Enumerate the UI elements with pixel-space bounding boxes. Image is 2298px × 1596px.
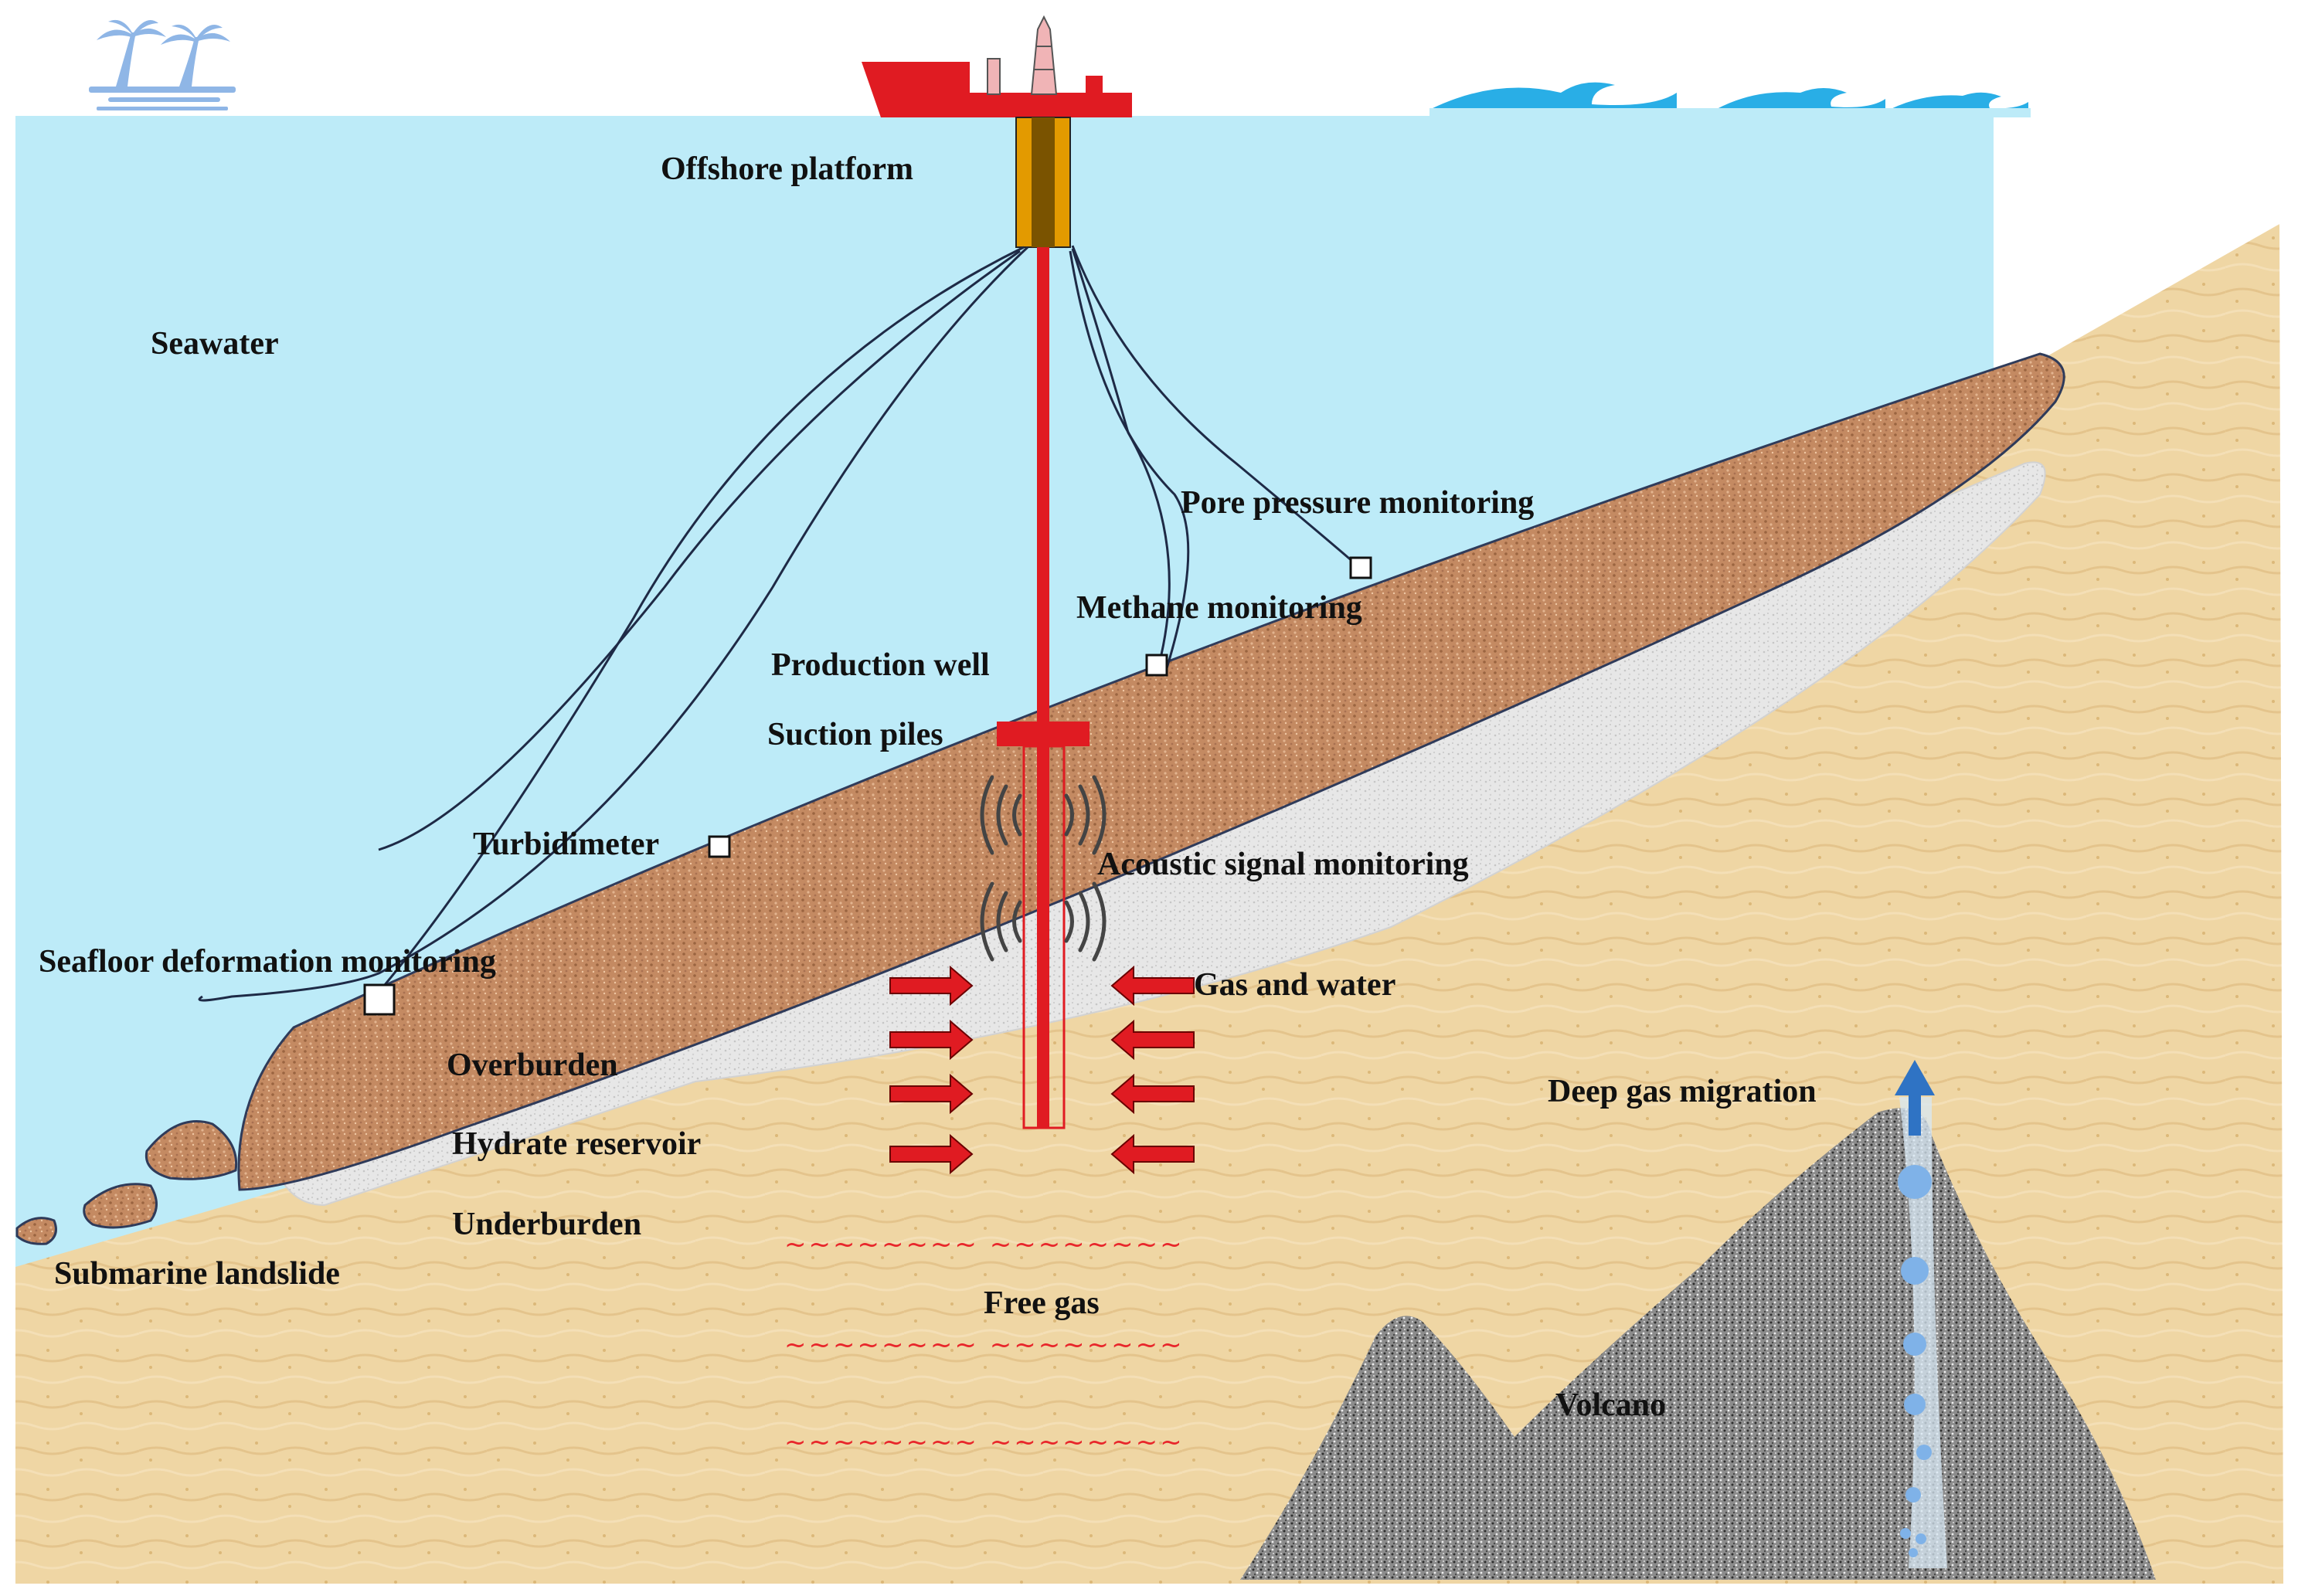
label-seafloor-deformation: Seafloor deformation monitoring xyxy=(39,944,496,980)
free-gas-wave: ~~~~~~~~ ~~~~~~~~ xyxy=(784,1427,1185,1458)
gas-bubble xyxy=(1900,1528,1911,1539)
label-submarine-landslide: Submarine landslide xyxy=(54,1256,340,1292)
turbidimeter-sensor xyxy=(708,835,731,858)
label-free-gas: Free gas xyxy=(984,1285,1100,1321)
label-seawater: Seawater xyxy=(151,326,279,362)
inflow-arrows-left xyxy=(889,965,974,1175)
gas-migration-arrow-icon xyxy=(1895,1060,1935,1136)
label-suction-piles: Suction piles xyxy=(767,717,943,752)
gas-bubble xyxy=(1909,1548,1918,1557)
methane-sensor xyxy=(1145,654,1168,677)
label-acoustic: Acoustic signal monitoring xyxy=(1097,847,1469,882)
label-turbidimeter: Turbidimeter xyxy=(473,827,659,862)
label-production-well: Production well xyxy=(771,647,990,683)
label-pore-pressure: Pore pressure monitoring xyxy=(1181,485,1534,521)
inflow-arrows-right xyxy=(1110,965,1195,1175)
gas-bubble xyxy=(1916,1533,1926,1544)
suction-pile xyxy=(997,722,1090,746)
gas-bubble xyxy=(1904,1394,1926,1415)
production-well-pipe xyxy=(1037,247,1049,1128)
gas-bubble xyxy=(1905,1487,1921,1503)
label-overburden: Overburden xyxy=(447,1048,618,1083)
label-underburden: Underburden xyxy=(452,1207,641,1242)
label-gas-water: Gas and water xyxy=(1194,967,1395,1003)
acoustic-signal-icon xyxy=(980,881,1107,962)
gas-bubble xyxy=(1901,1257,1929,1285)
free-gas-wave: ~~~~~~~~ ~~~~~~~~ xyxy=(784,1329,1185,1360)
landslide-debris xyxy=(144,1120,238,1180)
label-offshore-platform: Offshore platform xyxy=(661,151,913,187)
label-deep-gas: Deep gas migration xyxy=(1548,1074,1817,1109)
gas-migration-column xyxy=(1899,1097,1947,1568)
overburden-layer xyxy=(237,352,2065,1191)
gas-bubble xyxy=(1903,1333,1926,1356)
acoustic-signal-icon xyxy=(980,775,1107,855)
label-methane: Methane monitoring xyxy=(1076,590,1362,626)
ocean-waves-icon xyxy=(1429,82,2031,117)
well-casing xyxy=(1022,745,1066,1129)
palm-island-icon xyxy=(89,19,236,110)
gas-bubble xyxy=(1898,1165,1932,1199)
gas-bubble xyxy=(1916,1445,1932,1460)
offshore-platform-vessel xyxy=(862,15,1132,248)
free-gas-wave: ~~~~~~~~ ~~~~~~~~ xyxy=(784,1229,1185,1260)
label-hydrate-reservoir: Hydrate reservoir xyxy=(452,1126,701,1162)
label-volcano: Volcano xyxy=(1555,1387,1666,1423)
landslide-debris xyxy=(15,1217,57,1245)
monitoring-cables xyxy=(198,245,1361,1002)
seafloor-deformation-sensor xyxy=(363,983,396,1016)
landslide-debris xyxy=(83,1183,158,1229)
pore-pressure-sensor xyxy=(1349,556,1372,579)
